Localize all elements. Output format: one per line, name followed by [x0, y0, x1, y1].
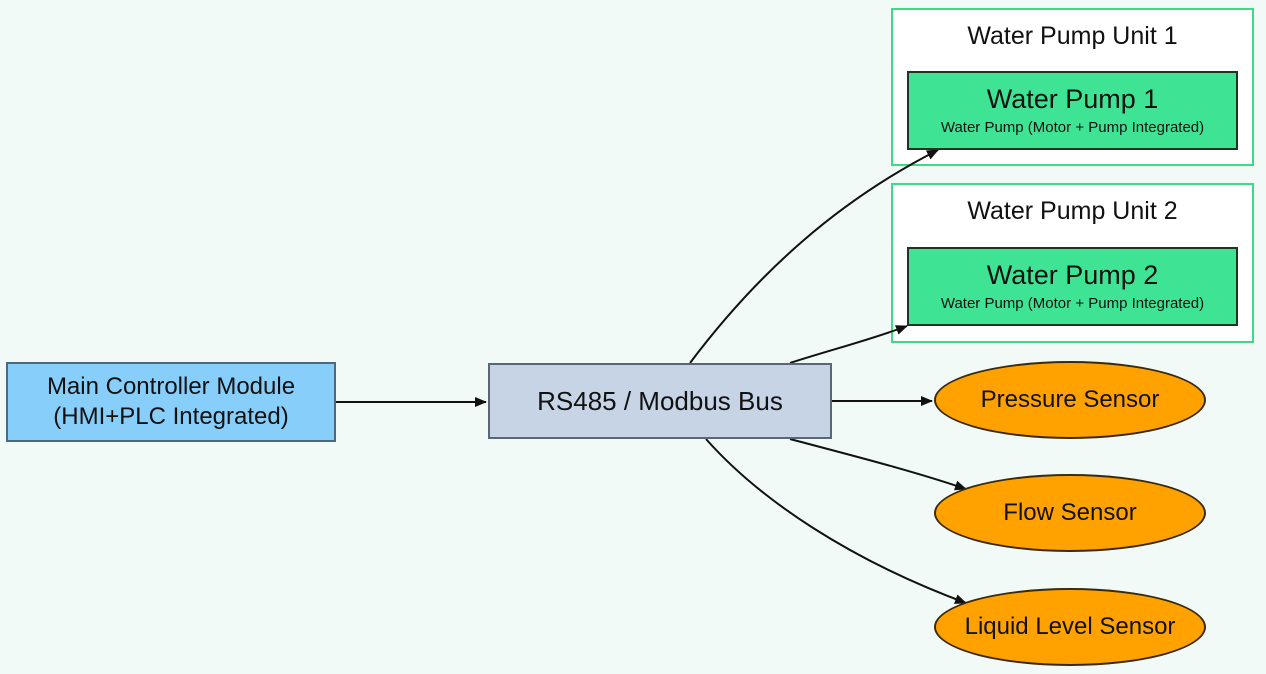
cluster-label-unit-2: Water Pump Unit 2: [967, 197, 1178, 225]
flow-sensor-label: Flow Sensor: [1003, 499, 1137, 526]
water-pump-1-title: Water Pump 1: [986, 83, 1159, 114]
edge-bus-to-pump-1: [689, 149, 939, 364]
water-pump-2-title: Water Pump 2: [986, 259, 1159, 290]
pressure-sensor-label: Pressure Sensor: [980, 386, 1160, 413]
cluster-label-unit-1: Water Pump Unit 1: [967, 22, 1178, 50]
main-controller-node: Main Controller Module (HMI+PLC Integrat…: [6, 362, 336, 442]
main-controller-line-1: Main Controller Module: [46, 373, 296, 400]
edge-bus-to-level-sensor: [705, 438, 967, 604]
bus-label: RS485 / Modbus Bus: [537, 385, 783, 416]
water-pump-2-node: Water Pump 2 Water Pump (Motor + Pump In…: [907, 247, 1238, 326]
pressure-sensor-node: Pressure Sensor: [934, 361, 1206, 439]
main-controller-line-2: (HMI+PLC Integrated): [53, 403, 289, 430]
edge-bus-to-pump-2: [789, 325, 908, 364]
water-pump-1-subtitle: Water Pump (Motor + Pump Integrated): [940, 118, 1205, 136]
liquid-level-sensor-label: Liquid Level Sensor: [964, 613, 1176, 640]
water-pump-1-node: Water Pump 1 Water Pump (Motor + Pump In…: [907, 71, 1238, 150]
bus-node: RS485 / Modbus Bus: [488, 363, 832, 439]
liquid-level-sensor-node: Liquid Level Sensor: [934, 588, 1206, 666]
flow-sensor-node: Flow Sensor: [934, 474, 1206, 552]
water-pump-2-subtitle: Water Pump (Motor + Pump Integrated): [940, 294, 1205, 312]
edge-bus-to-flow-sensor: [789, 438, 967, 491]
